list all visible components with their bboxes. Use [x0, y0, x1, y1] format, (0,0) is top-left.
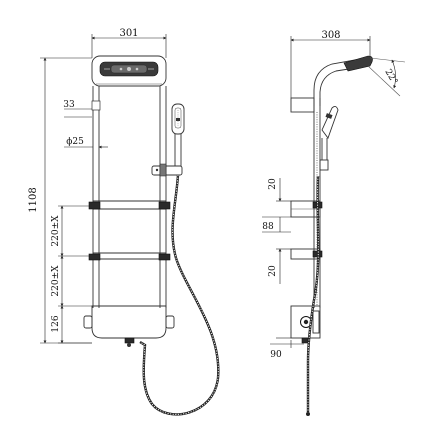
- hand-shower-holder: [151, 163, 183, 177]
- valve-base: [83, 305, 175, 347]
- shower-head-panel: [91, 55, 167, 87]
- side-top-block: [290, 97, 315, 113]
- side-view: 308 22°: [262, 30, 406, 416]
- side-base-depth-label: 90: [270, 350, 282, 360]
- side-hand-shower: [319, 105, 339, 171]
- shelf-spacing-upper-label: 220±X: [51, 215, 61, 247]
- front-view: 301 1108: [28, 28, 220, 416]
- side-valve-base: [290, 305, 321, 344]
- side-shelf-depth-label: 88: [262, 222, 274, 232]
- angle-label: 22°: [382, 68, 399, 87]
- height-dimension: 1108: [28, 57, 92, 344]
- side-lower-gap-label: 20: [268, 265, 278, 277]
- rail-offset-label: 33: [63, 100, 75, 110]
- side-head-arm: [313, 55, 406, 106]
- side-hose: [306, 175, 320, 416]
- base-height-label: 126: [51, 315, 61, 332]
- middle-shelf: [88, 252, 171, 261]
- side-upper-gap-dimension: 20: [268, 178, 291, 202]
- side-lower-gap-dimension: 20: [268, 248, 291, 284]
- base-height-dimension: 126: [51, 305, 92, 344]
- side-base-depth-dimension: 90: [270, 337, 304, 360]
- angle-dimension: 22°: [382, 59, 399, 89]
- vertical-rails: [92, 86, 167, 308]
- hand-shower: [171, 103, 185, 166]
- side-shelf-depth-dimension: 88: [262, 216, 291, 233]
- shelf-spacing-dimensions: 220±X 220±X: [51, 205, 92, 307]
- width-dimension: 301: [91, 28, 167, 58]
- tube-diameter-label: ϕ25: [66, 137, 84, 147]
- shower-hose: [139, 174, 220, 416]
- rail-offset-dimension: 33: [63, 100, 101, 118]
- width-label: 301: [119, 28, 138, 39]
- side-width-label: 308: [321, 30, 340, 41]
- shelf-spacing-lower-label: 220±X: [51, 265, 61, 297]
- side-upper-gap-label: 20: [268, 178, 278, 190]
- tube-diameter-dimension: ϕ25: [64, 137, 108, 149]
- upper-shelf: [88, 200, 171, 210]
- height-label: 1108: [28, 187, 39, 212]
